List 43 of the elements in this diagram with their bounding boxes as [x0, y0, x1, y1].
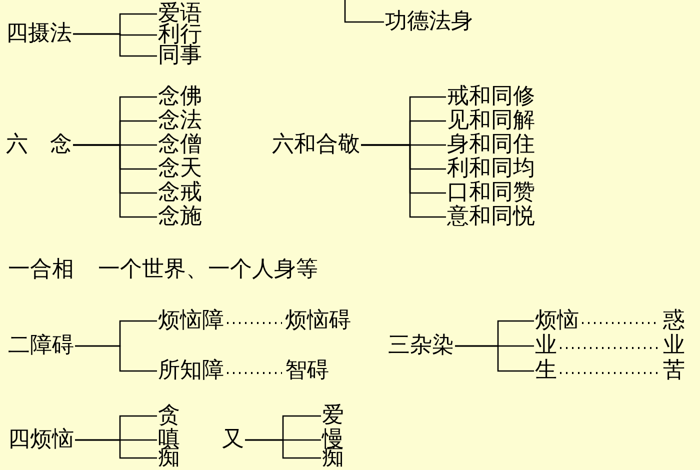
- bracket-line: [344, 0, 384, 23]
- note-text: 一合相: [8, 258, 74, 282]
- term-text: 智碍: [285, 359, 329, 383]
- bracket-line: [75, 439, 157, 459]
- term-text: 口和同赞: [447, 181, 535, 205]
- term-text: 烦恼碍: [285, 309, 351, 333]
- term-text: 业: [663, 334, 685, 358]
- term-text: 意和同悦: [447, 205, 535, 229]
- term-text: 六和合敬: [272, 133, 360, 157]
- term-text: 烦恼: [535, 309, 579, 333]
- term-text: 烦恼障: [158, 309, 224, 333]
- term-text: 身和同住: [447, 133, 535, 157]
- term-text: 同事: [158, 44, 202, 68]
- note-text: 一个世界、一个人身等: [98, 258, 318, 282]
- term-text: 念施: [158, 205, 202, 229]
- bracket-line: [73, 144, 157, 218]
- term-text: 苦: [663, 359, 685, 383]
- term-text: 见和同解: [447, 109, 535, 133]
- term-text: 利和同均: [447, 157, 535, 181]
- bracket-line: [361, 144, 446, 218]
- term-text: 惑: [663, 309, 685, 333]
- term-text: 生: [535, 359, 557, 383]
- term-text: 念戒: [158, 181, 202, 205]
- term-text: 所知障: [158, 359, 224, 383]
- term-text: 功德法身: [385, 10, 473, 34]
- term-text: 念法: [158, 109, 202, 133]
- term-text: 又: [222, 428, 244, 452]
- term-text: 业: [535, 334, 557, 358]
- bracket-line: [73, 33, 157, 57]
- bracket-line: [75, 345, 157, 372]
- bracket-line: [245, 439, 321, 459]
- term-text: 念僧: [158, 133, 202, 157]
- term-text: 二障碍: [8, 334, 74, 358]
- term-text: 爱: [322, 404, 344, 428]
- term-text: 六 念: [6, 133, 72, 157]
- term-text: 戒和同修: [447, 85, 535, 109]
- bracket-line: [455, 345, 534, 372]
- term-text: 念天: [158, 157, 202, 181]
- term-text: 念佛: [158, 85, 202, 109]
- term-text: 四烦恼: [8, 428, 74, 452]
- term-text: 三杂染: [388, 334, 454, 358]
- term-text: 贪: [158, 404, 180, 428]
- term-text: 四摄法: [6, 22, 72, 46]
